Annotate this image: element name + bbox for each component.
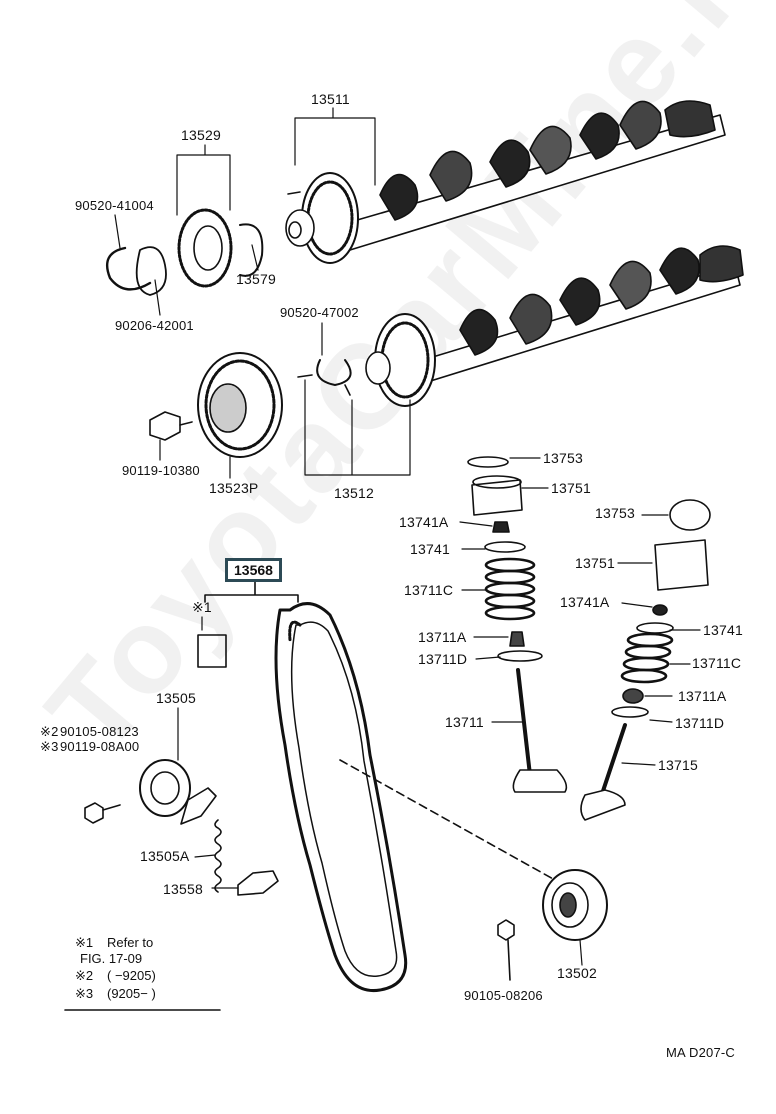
footnote-2-mark: ※2 <box>75 968 94 983</box>
idler-pulley <box>84 759 217 825</box>
part-label-13529: 13529 <box>181 127 221 143</box>
part-label-13741A: 13741A <box>560 594 610 610</box>
part-label-13711D: 13711D <box>418 651 468 667</box>
part-label-90520-47002: 90520-47002 <box>280 305 359 320</box>
part-label-13751: 13751 <box>575 555 615 571</box>
part-label-13505A: 13505A <box>140 848 190 864</box>
part-label-90105-08123: 90105-08123 <box>60 724 139 739</box>
camshaft-lower-gear <box>297 313 436 407</box>
part-label-13523P: 13523P <box>209 480 259 496</box>
part-label-13502: 13502 <box>557 965 597 981</box>
leader-lines <box>64 107 701 1011</box>
valve-train-1 <box>467 456 568 793</box>
spring-bracket <box>237 870 279 896</box>
part-label-13711: 13711 <box>445 714 484 730</box>
part-label-90119-08A00: 90119-08A00 <box>60 739 140 754</box>
part-label-90206-42001: 90206-42001 <box>115 318 194 333</box>
part-label-13711D: 13711D <box>675 715 725 731</box>
part-label-13753: 13753 <box>543 450 583 466</box>
part-label-13741: 13741 <box>703 622 743 638</box>
part-label-13568-highlighted: 13568 <box>225 558 282 582</box>
note-placeholder <box>197 634 227 668</box>
crankshaft-timing-pulley <box>497 869 608 981</box>
part-label-13512: 13512 <box>334 485 374 501</box>
part-label-13741A: 13741A <box>399 514 449 530</box>
sub-gear-assembly <box>105 208 264 296</box>
snap-ring-lower <box>316 359 352 386</box>
part-label-13715: 13715 <box>658 757 698 773</box>
part-label-13753: 13753 <box>595 505 635 521</box>
timing-belt <box>274 602 408 993</box>
part-label-90520-41004: 90520-41004 <box>75 198 154 213</box>
valve-train-2 <box>580 499 711 821</box>
footnote-3-text: (9205− ) <box>107 986 156 1001</box>
marker-3: ※3 <box>40 739 59 754</box>
marker-1: ※1 <box>192 599 212 615</box>
camshaft-upper-gear <box>285 172 359 264</box>
part-label-13579: 13579 <box>236 271 276 287</box>
part-label-13741: 13741 <box>410 541 450 557</box>
part-label-90119-10380: 90119-10380 <box>122 463 200 478</box>
pulley-bolt <box>149 411 193 441</box>
figure-code: MA D207-C <box>666 1045 735 1060</box>
belt-callout-bracket <box>204 579 299 603</box>
footnote-1-ref: FIG. 17-09 <box>80 951 143 966</box>
part-label-90105-08206: 90105-08206 <box>464 988 543 1003</box>
part-label-13711A: 13711A <box>418 629 467 645</box>
part-label-13711A: 13711A <box>678 688 727 704</box>
camshaft-upper <box>339 100 726 251</box>
camshaft-lower <box>389 245 744 393</box>
part-label-13711C: 13711C <box>692 655 742 671</box>
camshaft-timing-pulley <box>197 352 283 458</box>
footnote-1-mark: ※1 <box>75 935 94 950</box>
footnote-1-text: Refer to <box>107 935 154 950</box>
footnote-3-mark: ※3 <box>75 986 94 1001</box>
part-label-13558: 13558 <box>163 881 203 897</box>
footnote-2-text: ( −9205) <box>107 968 156 983</box>
part-label-13511: 13511 <box>311 91 350 107</box>
part-label-13505: 13505 <box>156 690 196 706</box>
part-label-13711C: 13711C <box>404 582 454 598</box>
tension-spring <box>214 819 222 893</box>
marker-2: ※2 <box>40 724 59 739</box>
pin-lower <box>344 384 351 396</box>
dashed-link <box>339 759 556 881</box>
part-label-13751: 13751 <box>551 480 591 496</box>
